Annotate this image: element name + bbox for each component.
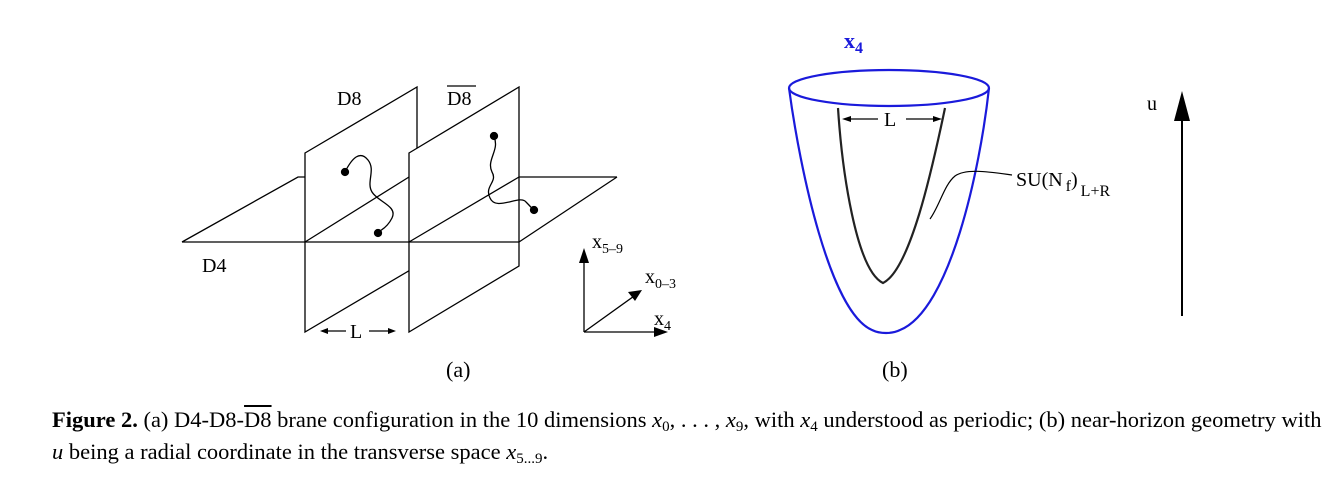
- axis-label-x59-sub: 5–9: [602, 242, 623, 257]
- axis-arrowhead: [654, 327, 668, 337]
- caption-u: u: [52, 439, 64, 464]
- axis-arrowhead: [579, 248, 589, 263]
- label-d4: D4: [202, 255, 226, 277]
- figure-number: Figure 2.: [52, 407, 138, 432]
- d8-embedding-curve: [836, 107, 947, 285]
- x4-circle-top: [787, 68, 991, 108]
- label-su-f: f: [1066, 178, 1072, 195]
- axis-arrowhead: [628, 290, 642, 301]
- u-arrowhead: [1174, 91, 1190, 121]
- label-inner-L: L: [884, 109, 896, 131]
- string-endpoint: [373, 228, 383, 238]
- caption-text: , with: [743, 407, 801, 432]
- su-leader-line: [929, 170, 1013, 220]
- panel-a-diagram: [181, 85, 668, 337]
- figure-caption: Figure 2. (a) D4-D8-D8 brane configurati…: [52, 404, 1322, 468]
- caption-x59-sub: 5...9: [516, 451, 543, 467]
- string-endpoint: [489, 131, 499, 141]
- caption-x9-sub: 9: [735, 419, 744, 435]
- label-u: u: [1147, 93, 1157, 115]
- d4-intersection-d8bar: [408, 176, 520, 243]
- caption-text: , . . . ,: [669, 407, 726, 432]
- caption-text: being a radial coordinate in the transve…: [63, 439, 507, 464]
- label-separation-L: L: [350, 321, 362, 343]
- caption-x0-sub: 0: [662, 419, 670, 435]
- panel-a-caption: (a): [446, 357, 470, 382]
- label-x4-sub: 4: [855, 40, 863, 57]
- panel-a-labels: D8 D8 D4 L x5–9 x0–3 x4 (a): [202, 85, 676, 382]
- string-endpoint: [340, 167, 350, 177]
- axis-label-x4: x4: [654, 308, 671, 334]
- axis-label-x59: x5–9: [592, 231, 623, 257]
- d8-brane: [304, 85, 418, 334]
- string-d8: [344, 155, 394, 233]
- panel-b-annotations: [842, 91, 1190, 316]
- caption-text: understood as periodic; (b) near-horizon…: [817, 407, 1322, 432]
- string-d8bar: [487, 136, 534, 211]
- string-endpoint: [529, 205, 539, 215]
- arrowhead: [933, 116, 942, 122]
- label-d8bar: D8: [447, 88, 471, 110]
- caption-x59: x: [506, 439, 517, 464]
- label-su-close: ): [1071, 169, 1078, 191]
- arrowhead: [842, 116, 851, 122]
- caption-x4-sub: 4: [810, 419, 818, 435]
- axis-label-x03-sub: 0–3: [655, 277, 676, 292]
- axis-label-x4-sub: 4: [664, 319, 671, 334]
- d4-brane-front-right: [518, 176, 618, 243]
- panel-b-diagram: [787, 68, 991, 335]
- caption-text: .: [542, 439, 549, 464]
- caption-text: brane configuration in the 10 dimensions: [271, 407, 653, 432]
- label-d8: D8: [337, 88, 361, 110]
- caption-x4: x: [800, 407, 811, 432]
- label-su-sub: L+R: [1081, 183, 1111, 200]
- caption-x9: x: [725, 407, 736, 432]
- label-x4-top: x4: [844, 28, 863, 57]
- axis-diagonal: [583, 293, 638, 333]
- caption-text: (a) D4-D8-: [137, 407, 245, 432]
- arrowhead: [388, 328, 396, 334]
- outer-boundary: [787, 87, 991, 335]
- d4-intersection-d8: [304, 176, 410, 243]
- arrowhead: [320, 328, 328, 334]
- caption-d8bar: D8: [244, 407, 272, 432]
- axis-label-x03: x0–3: [645, 266, 676, 292]
- panel-b-caption: (b): [882, 357, 908, 382]
- caption-x0: x: [652, 407, 663, 432]
- d4-brane-back: [181, 176, 305, 243]
